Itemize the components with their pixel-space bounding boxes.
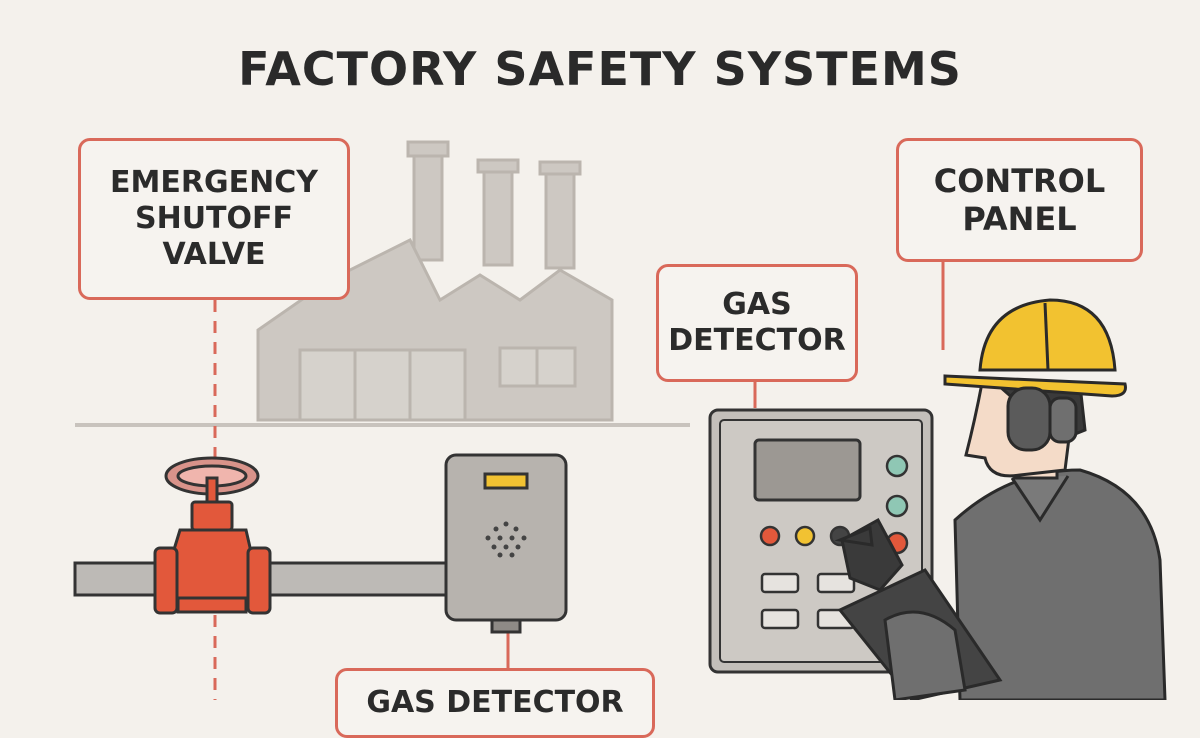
page-title: FACTORY SAFETY SYSTEMS	[238, 42, 962, 96]
control-panel-label: CONTROL PANEL	[896, 138, 1143, 262]
worker-torso	[953, 468, 1167, 700]
label-line: VALVE	[162, 237, 266, 272]
worker-hand	[834, 517, 904, 592]
valve-handwheel-icon	[164, 456, 260, 506]
label-line: GAS DETECTOR	[366, 685, 624, 720]
safety-illustration	[73, 140, 1167, 700]
worker-collar	[1010, 475, 1070, 523]
factory-icon	[256, 140, 614, 422]
panel-indicator-lights	[885, 454, 909, 555]
label-line: PANEL	[962, 200, 1077, 238]
gas-detector-bottom-label: GAS DETECTOR	[335, 668, 655, 738]
emergency-shutoff-valve-label: EMERGENCY SHUTOFF VALVE	[78, 138, 350, 300]
label-line: EMERGENCY	[110, 165, 318, 200]
gas-detector-label: GAS DETECTOR	[656, 264, 858, 382]
ear-muffs-icon	[1006, 386, 1078, 452]
speaker-grille-icon	[485, 521, 527, 558]
label-line: CONTROL	[933, 161, 1106, 200]
label-line: DETECTOR	[668, 323, 846, 358]
clipboard	[837, 568, 1003, 700]
label-line: SHUTOFF	[134, 201, 294, 236]
shutoff-valve	[153, 500, 272, 615]
gas-detector-device	[444, 453, 568, 634]
label-line: GAS	[722, 287, 792, 322]
hard-hat-icon	[943, 298, 1127, 398]
